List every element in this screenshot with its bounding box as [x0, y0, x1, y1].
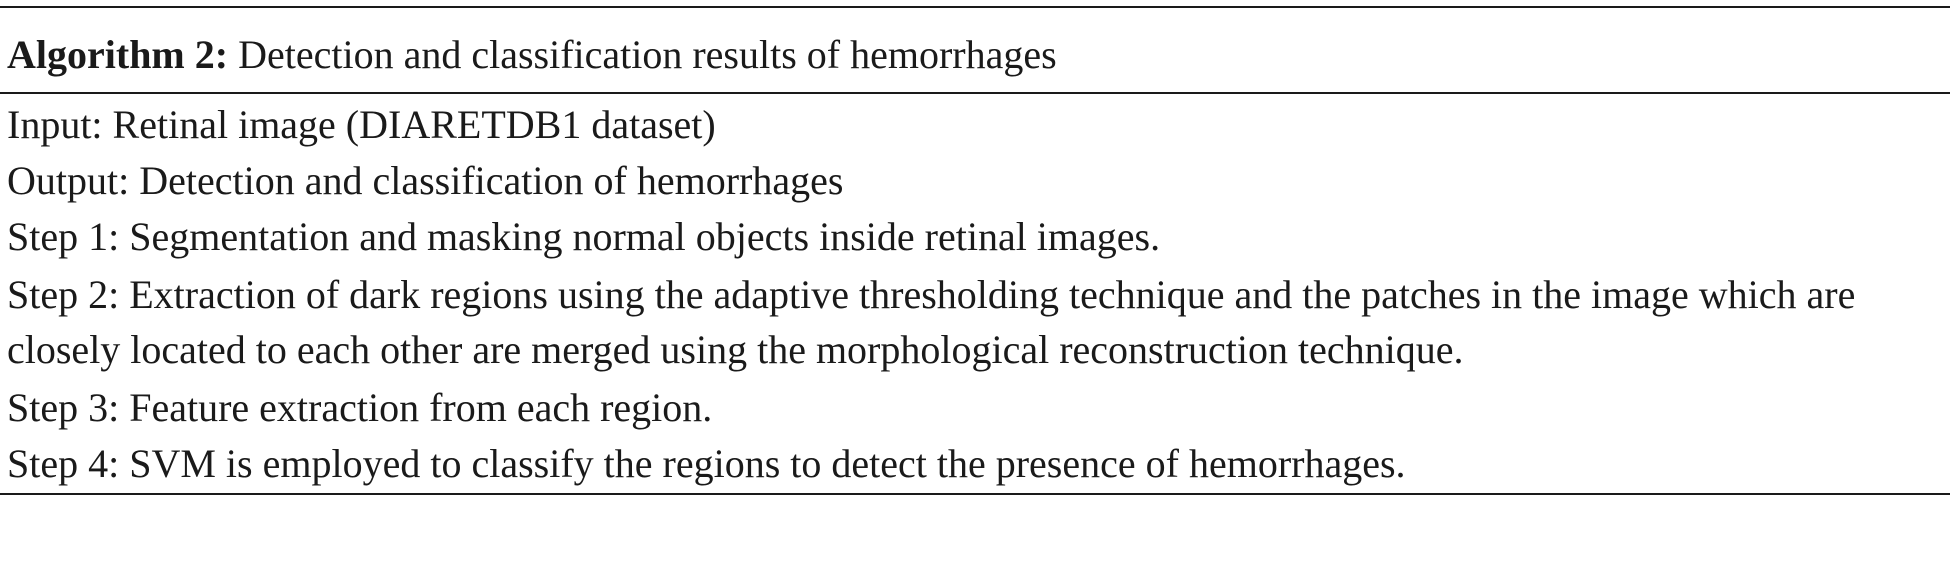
- algorithm-input-line: Input: Retinal image (DIARETDB1 dataset): [7, 102, 716, 147]
- algorithm-step-4: Step 4: SVM is employed to classify the …: [7, 441, 1406, 486]
- algorithm-title: Detection and classification results of …: [238, 32, 1057, 77]
- algorithm-output-line: Output: Detection and classification of …: [7, 158, 844, 203]
- algorithm-body: Input: Retinal image (DIARETDB1 dataset)…: [0, 94, 1950, 493]
- algorithm-box: Algorithm 2: Detection and classificatio…: [0, 6, 1950, 495]
- algorithm-step-1: Step 1: Segmentation and masking normal …: [7, 214, 1161, 259]
- algorithm-label: Algorithm 2:: [7, 32, 229, 77]
- algorithm-step-3: Step 3: Feature extraction from each reg…: [7, 385, 713, 430]
- algorithm-header: Algorithm 2: Detection and classificatio…: [0, 8, 1950, 94]
- algorithm-step-2: Step 2: Extraction of dark regions using…: [7, 272, 1856, 372]
